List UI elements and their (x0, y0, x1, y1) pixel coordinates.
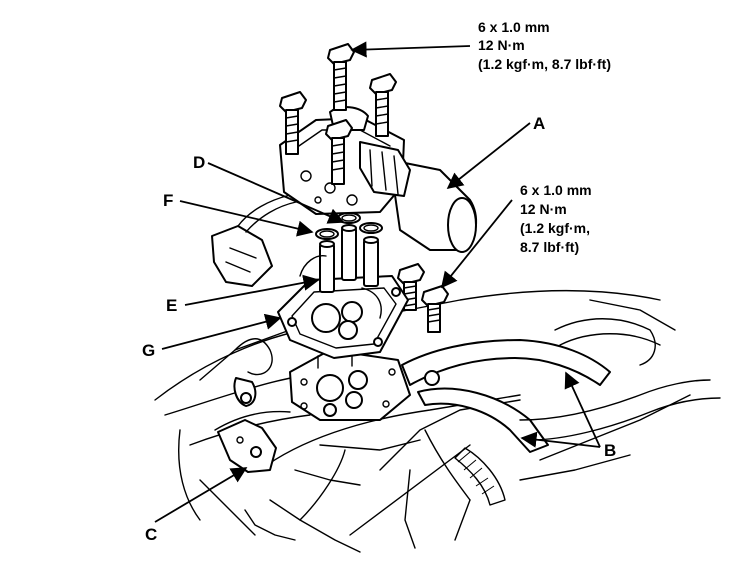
spec-top-nm: 12 N·m (478, 37, 525, 53)
pipes-b (401, 333, 721, 506)
bolt-front (325, 119, 353, 185)
pipes-e (299, 224, 379, 293)
leader-e (184, 274, 320, 306)
transmission-case (154, 289, 691, 553)
callout-f: F (163, 191, 173, 210)
bolt-top (327, 43, 355, 111)
leader-top-spec (350, 41, 471, 58)
pipe-e-middle (341, 224, 357, 281)
bracket-c (217, 377, 277, 473)
callout-g: G (142, 341, 155, 360)
leader-a (446, 122, 531, 190)
leader-right-spec (440, 199, 513, 289)
bolt-left (279, 91, 307, 155)
callout-c: C (145, 525, 157, 544)
leader-f (179, 200, 314, 237)
spec-top-size: 6 x 1.0 mm (478, 19, 550, 35)
o-rings-f (315, 212, 383, 240)
leader-lines (154, 41, 601, 523)
leader-b-lower (520, 431, 601, 448)
pipe-e-left (319, 240, 335, 293)
callout-d: D (193, 153, 205, 172)
leader-b-upper (564, 371, 601, 448)
bolt-right-2 (421, 285, 449, 333)
torque-spec-right: 6 x 1.0 mm 12 N·m (1.2 kgf·m, 8.7 lbf·ft… (520, 182, 592, 255)
gasket-g (277, 275, 409, 359)
bolts-solenoid (279, 43, 397, 185)
spec-right-alt-1: (1.2 kgf·m, (520, 220, 590, 236)
leader-g (161, 313, 282, 350)
callout-e: E (166, 296, 177, 315)
spec-right-nm: 12 N·m (520, 201, 567, 217)
callout-labels: A B C D E F G (142, 114, 616, 544)
spec-top-alt: (1.2 kgf·m, 8.7 lbf·ft) (478, 56, 611, 72)
callout-b: B (604, 441, 616, 460)
torque-spec-top: 6 x 1.0 mm 12 N·m (1.2 kgf·m, 8.7 lbf·ft… (478, 19, 611, 72)
spec-right-alt-2: 8.7 lbf·ft) (520, 239, 579, 255)
bolt-right (369, 73, 397, 137)
spec-right-size: 6 x 1.0 mm (520, 182, 592, 198)
callout-a: A (533, 114, 545, 133)
harness-connector (211, 194, 297, 287)
leader-d (207, 162, 345, 224)
pipe-e-right (363, 236, 379, 287)
valve-body-mounting-face (289, 349, 411, 421)
leader-c (154, 467, 248, 523)
